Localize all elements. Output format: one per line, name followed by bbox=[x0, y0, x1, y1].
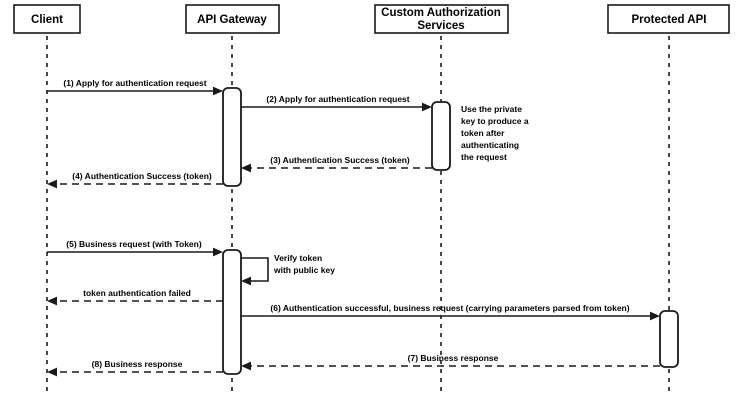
self-message-label-line-2: with public key bbox=[273, 265, 335, 275]
message-token-failed-label: token authentication failed bbox=[83, 288, 191, 298]
self-message-verify-token-path bbox=[241, 257, 269, 282]
message-8-arrowhead bbox=[47, 367, 57, 377]
participant-label-client: Client bbox=[31, 14, 63, 26]
participant-box-client[interactable] bbox=[13, 4, 81, 34]
message-7-arrowhead bbox=[241, 361, 251, 371]
message-2-arrowhead bbox=[422, 102, 432, 112]
message-5-label: (5) Business request (with Token) bbox=[66, 239, 202, 249]
message-4-label: (4) Authentication Success (token) bbox=[72, 171, 212, 181]
activation-gateway-2 bbox=[222, 249, 242, 375]
note-private-key-line-2: key to produce a bbox=[461, 116, 529, 126]
message-2-label: (2) Apply for authentication request bbox=[266, 94, 409, 104]
participant-label-protected: Protected API bbox=[632, 14, 707, 26]
activation-gateway-1 bbox=[222, 87, 242, 187]
participant-label-authsvc-line2: Services bbox=[417, 20, 464, 32]
message-7-label: (7) Business response bbox=[408, 353, 499, 363]
note-private-key-line-5: the request bbox=[461, 152, 507, 162]
note-private-key-line-4: authenticating bbox=[461, 140, 519, 150]
note-private-key-line-3: token after bbox=[461, 128, 505, 138]
message-6-arrowhead bbox=[650, 311, 660, 321]
message-1-label: (1) Apply for authentication request bbox=[63, 78, 206, 88]
activation-authsvc-1 bbox=[431, 101, 451, 171]
activation-protected-1 bbox=[659, 310, 679, 368]
message-6-label: (6) Authentication successful, business … bbox=[270, 303, 629, 313]
message-1-arrowhead bbox=[213, 86, 223, 96]
participant-box-authsvc[interactable] bbox=[374, 4, 509, 34]
message-5-arrowhead bbox=[213, 247, 223, 257]
note-private-key-line-1: Use the private bbox=[461, 104, 522, 114]
message-token-failed-arrowhead bbox=[47, 296, 57, 306]
message-8-label: (8) Business response bbox=[92, 359, 183, 369]
participant-label-authsvc-line1: Custom Authorization bbox=[381, 7, 501, 19]
participant-box-protected[interactable] bbox=[607, 4, 730, 34]
self-message-verify-token-arrowhead bbox=[241, 276, 251, 286]
message-3-arrowhead bbox=[241, 163, 251, 173]
participant-label-gateway: API Gateway bbox=[197, 14, 267, 26]
participant-box-gateway[interactable] bbox=[185, 4, 280, 34]
message-3-label: (3) Authentication Success (token) bbox=[270, 155, 410, 165]
self-message-label-line-1: Verify token bbox=[274, 253, 322, 263]
message-4-arrowhead bbox=[47, 179, 57, 189]
